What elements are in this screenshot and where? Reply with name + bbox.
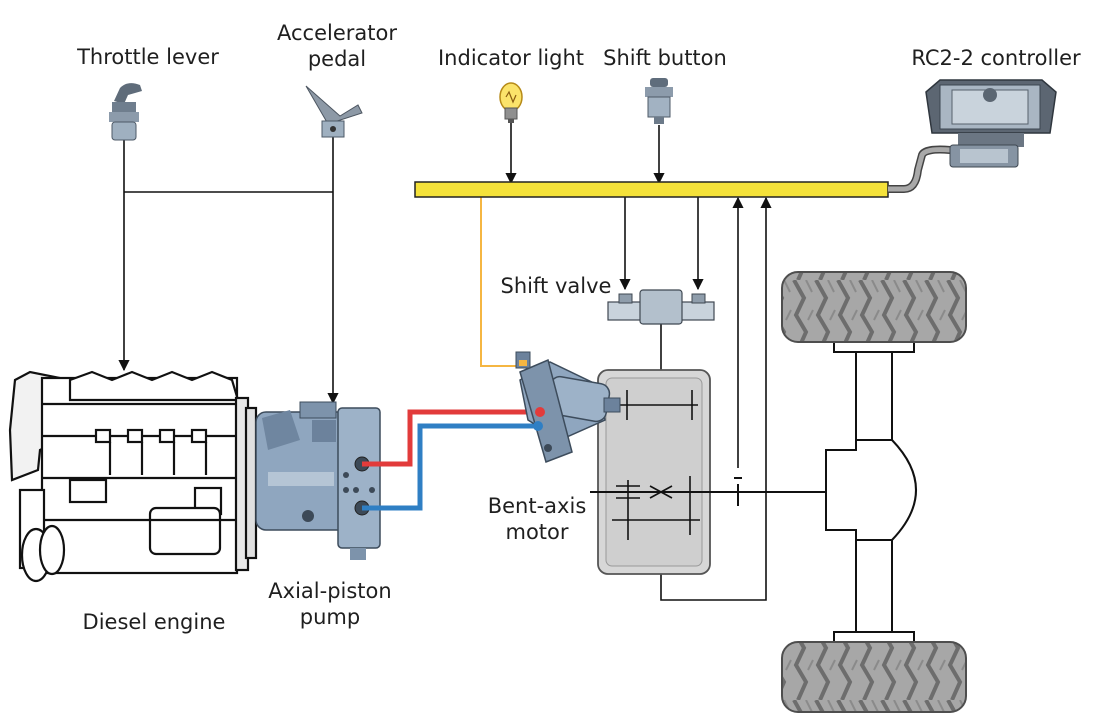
axle-icon xyxy=(590,341,917,643)
low-pressure-line xyxy=(362,423,536,511)
label-shift-valve: Shift valve xyxy=(500,274,612,298)
label-diesel-engine: Diesel engine xyxy=(82,610,226,634)
diesel-engine-icon xyxy=(8,370,258,583)
label-throttle-lever: Throttle lever xyxy=(77,45,219,69)
label-controller: RC2-2 controller xyxy=(911,46,1081,70)
high-pressure-line xyxy=(362,409,540,467)
gearbox-icon xyxy=(597,369,711,575)
accelerator-pedal-icon xyxy=(305,85,363,138)
shift-button-icon xyxy=(645,78,673,124)
shift-valve-icon xyxy=(607,289,715,325)
motor-control-line xyxy=(480,197,525,367)
label-axial-piston-pump: Axial-piston pump xyxy=(268,579,392,629)
bent-axis-motor-icon xyxy=(515,351,621,463)
throttle-lever-icon xyxy=(109,83,142,141)
label-bent-axis-motor: Bent-axis motor xyxy=(487,494,587,544)
axial-piston-pump-icon xyxy=(255,401,381,560)
label-accelerator-pedal: Accelerator pedal xyxy=(277,21,397,71)
label-shift-button: Shift button xyxy=(603,46,727,70)
label-indicator-light: Indicator light xyxy=(437,46,584,70)
tire-icon xyxy=(781,271,967,713)
signal-bus xyxy=(414,181,889,198)
indicator-light-icon xyxy=(499,82,523,123)
controller-icon xyxy=(925,79,1057,168)
